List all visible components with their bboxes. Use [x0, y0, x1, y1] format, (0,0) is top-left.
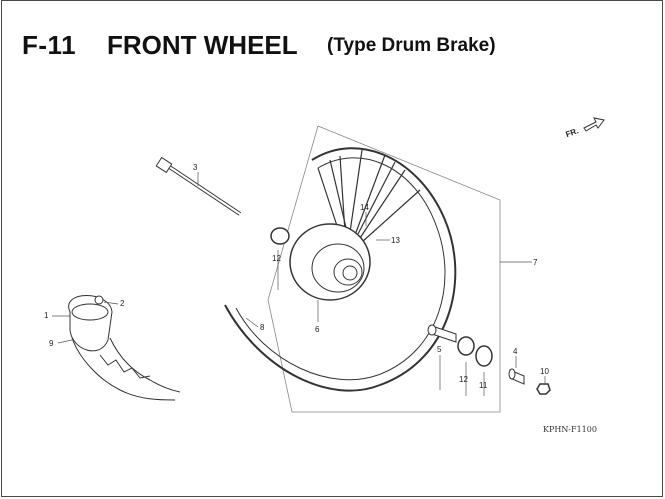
callout-label: 9	[49, 339, 54, 348]
dust-seal-part	[270, 227, 290, 245]
page-title: FRONT WHEEL	[107, 30, 298, 60]
callout-label: 6	[315, 325, 320, 334]
callout-label: 8	[260, 323, 265, 332]
page-subtitle: (Type Drum Brake)	[327, 35, 496, 56]
bearing-part	[457, 336, 475, 356]
callout-label: 7	[533, 258, 538, 267]
callout-label: 3	[193, 163, 198, 172]
callout-label: 10	[540, 367, 549, 376]
callout-label: 14	[360, 203, 369, 212]
callout-label: 12	[459, 375, 468, 384]
callout-label: 2	[120, 299, 125, 308]
spoke-set	[317, 149, 421, 243]
axle-bolt-part	[155, 156, 242, 216]
rim-band-part	[68, 295, 181, 401]
wheel-hub-part	[289, 223, 371, 301]
callout-label: 13	[391, 236, 400, 245]
assembly-outline	[267, 125, 501, 413]
callout-label: 5	[437, 345, 442, 354]
direction-label: FR.	[565, 126, 580, 139]
callout-label: 1	[44, 311, 49, 320]
spacer-part	[427, 324, 457, 343]
callout-label: 4	[513, 347, 518, 356]
front-rim-part	[224, 147, 457, 392]
section-number: F-11	[22, 30, 77, 60]
drawing-code: KPHN-F1100	[543, 425, 597, 434]
axle-nut-part	[536, 383, 551, 395]
oil-seal-part	[475, 345, 493, 367]
callout-label: 11	[479, 381, 488, 390]
callout-label: 12	[272, 254, 281, 263]
axle-collar-part	[508, 368, 525, 385]
direction-arrow-icon	[583, 117, 605, 132]
